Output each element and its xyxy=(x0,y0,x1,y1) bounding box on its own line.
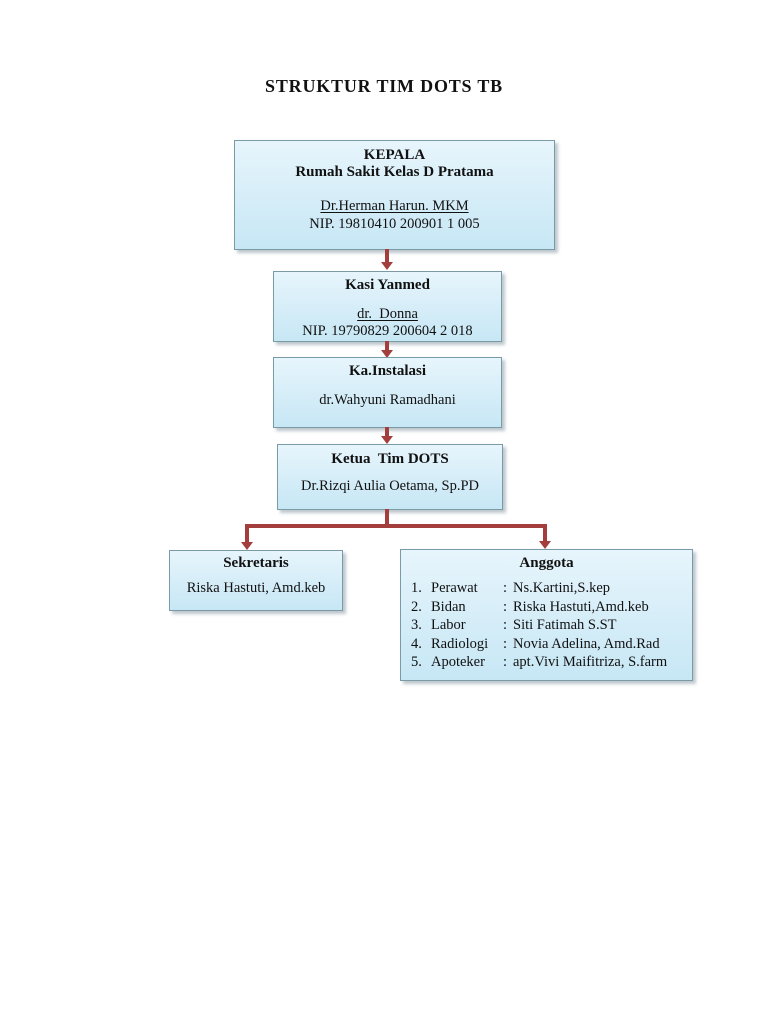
kepala-person-nip: NIP. 19810410 200901 1 005 xyxy=(309,216,480,232)
branch-right-drop-line xyxy=(543,528,547,541)
member-name: Ns.Kartini,S.kep xyxy=(513,580,611,596)
member-number: 5. xyxy=(411,654,422,670)
member-name: Riska Hastuti,Amd.keb xyxy=(513,598,649,615)
member-role: Radiologi xyxy=(431,635,489,652)
ketua-title: Ketua Tim DOTS xyxy=(331,451,449,467)
kasi-title: Kasi Yanmed xyxy=(345,277,430,293)
member-name: apt.Vivi Maifitriza, S.farm xyxy=(513,654,668,670)
anggota-member-row: 3. Labor : Siti Fatimah S.ST xyxy=(411,616,692,635)
member-number: 3. xyxy=(411,617,422,633)
member-separator: : xyxy=(503,617,508,633)
ketua-person-name: Dr.Rizqi Aulia Oetama, Sp.PD xyxy=(300,478,479,494)
connector-instalasi-ketua-arrowhead-icon xyxy=(381,436,393,444)
org-box-ketua-tim-dots: Ketua Tim DOTS Dr.Rizqi Aulia Oetama, Sp… xyxy=(277,444,503,510)
page-title: STRUKTUR TIM DOTS TB xyxy=(265,76,503,96)
anggota-member-list: 1. Perawat : Ns.Kartini,S.kep 2. Bidan :… xyxy=(401,579,692,672)
branch-left-drop-line xyxy=(245,528,249,542)
connector-kepala-kasi-arrowhead-icon xyxy=(381,262,393,270)
branch-right-arrowhead-icon xyxy=(539,541,551,549)
branch-left-arrowhead-icon xyxy=(241,542,253,550)
anggota-member-row: 1. Perawat : Ns.Kartini,S.kep xyxy=(411,579,692,598)
org-box-kepala: KEPALA Rumah Sakit Kelas D Pratama Dr.He… xyxy=(234,140,555,250)
org-box-anggota: Anggota 1. Perawat : Ns.Kartini,S.kep 2.… xyxy=(400,549,693,681)
anggota-title: Anggota xyxy=(519,555,574,571)
kasi-person-name: dr. Donna xyxy=(357,306,418,322)
sekretaris-person-name: Riska Hastuti, Amd.keb xyxy=(186,580,326,596)
org-box-kasi-yanmed: Kasi Yanmed dr. Donna NIP. 19790829 2006… xyxy=(273,271,502,342)
member-separator: : xyxy=(503,580,508,596)
connector-kasi-instalasi-arrowhead-icon xyxy=(381,350,393,358)
member-role: Bidan xyxy=(431,598,466,615)
sekretaris-title: Sekretaris xyxy=(223,555,289,571)
org-box-sekretaris: Sekretaris Riska Hastuti, Amd.keb xyxy=(169,550,343,611)
branch-horizontal-line xyxy=(245,524,547,528)
anggota-member-row: 5. Apoteker : apt.Vivi Maifitriza, S.far… xyxy=(411,653,692,672)
member-role: Perawat xyxy=(431,580,478,596)
anggota-member-row: 2. Bidan : Riska Hastuti,Amd.keb xyxy=(411,598,692,617)
member-role: Apoteker xyxy=(431,654,485,670)
org-box-ka-instalasi: Ka.Instalasi dr.Wahyuni Ramadhani xyxy=(273,357,502,428)
instalasi-person-name: dr.Wahyuni Ramadhani xyxy=(319,392,456,408)
member-name: Siti Fatimah S.ST xyxy=(513,617,617,633)
instalasi-title: Ka.Instalasi xyxy=(348,363,427,379)
anggota-member-row: 4. Radiologi : Novia Adelina, Amd.Rad xyxy=(411,635,692,654)
kepala-person-name: Dr.Herman Harun. MKM xyxy=(320,198,469,214)
member-separator: : xyxy=(503,635,508,652)
member-name: Novia Adelina, Amd.Rad xyxy=(513,635,660,652)
kepala-title-line1: KEPALA xyxy=(363,147,426,163)
kasi-person-nip: NIP. 19790829 200604 2 018 xyxy=(302,323,473,339)
member-role: Labor xyxy=(431,617,466,633)
connector-instalasi-ketua-line xyxy=(385,427,389,436)
member-number: 1. xyxy=(411,580,422,596)
member-separator: : xyxy=(503,654,508,670)
branch-stem-line xyxy=(385,509,389,528)
kepala-title-line2: Rumah Sakit Kelas D Pratama xyxy=(295,164,494,180)
member-number: 2. xyxy=(411,598,422,615)
member-number: 4. xyxy=(411,635,422,652)
connector-kepala-kasi-line xyxy=(385,249,389,262)
member-separator: : xyxy=(503,598,508,615)
connector-kasi-instalasi-line xyxy=(385,341,389,350)
